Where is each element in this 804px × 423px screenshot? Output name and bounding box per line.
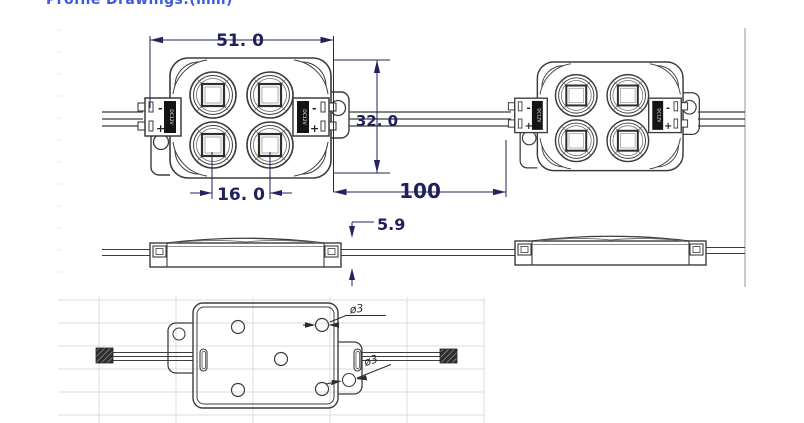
- top-view-wires: [102, 111, 745, 127]
- module-2-side: [514, 235, 707, 266]
- dim-label-thickness: 5.9: [377, 215, 405, 234]
- dimension-labels: 51. 0 32. 0 16. 0 100 5.9: [216, 31, 441, 234]
- hole-callout-bottom: ø3: [325, 352, 392, 386]
- page-title: Profile Drawings:(mm): [46, 0, 346, 8]
- spreadsheet-grid: [58, 297, 485, 423]
- hole-diameter-label-top: ø3: [348, 302, 364, 317]
- bottom-body-outline: [192, 302, 339, 409]
- module-bottom-view: ø3 ø3: [95, 302, 458, 409]
- hole-diameter-label-bottom: ø3: [361, 352, 379, 369]
- dim-label-width: 51. 0: [216, 31, 264, 51]
- wire-end-hatch-right: [439, 348, 458, 364]
- dim-label-height: 32. 0: [356, 112, 398, 130]
- screw-holes: [230, 317, 330, 398]
- ear-hole-right: [341, 372, 357, 388]
- dim-label-spacing: 100: [399, 179, 441, 203]
- bottom-body-inner-outline: [196, 306, 335, 405]
- hole-callout-top: ø3: [303, 302, 386, 328]
- side-view-wires: [102, 246, 745, 257]
- dim-label-led-pitch: 16. 0: [217, 185, 265, 205]
- ear-hole-left: [172, 327, 186, 341]
- module-1-side: [149, 237, 342, 268]
- bottom-ear-left: [167, 322, 193, 374]
- center-hole: [273, 351, 289, 367]
- page-title-text: Profile Drawings:(mm): [46, 0, 233, 8]
- module-2-top: [508, 62, 699, 171]
- bottom-view-wires: [113, 352, 440, 361]
- wire-end-hatch-left: [95, 347, 114, 364]
- left-edge-row-ticks: [57, 29, 61, 273]
- bottom-ear-right: [338, 341, 363, 395]
- dimension-lines: [149, 36, 507, 286]
- module-1-top: [138, 58, 349, 178]
- wire-entry-slots: [199, 348, 362, 372]
